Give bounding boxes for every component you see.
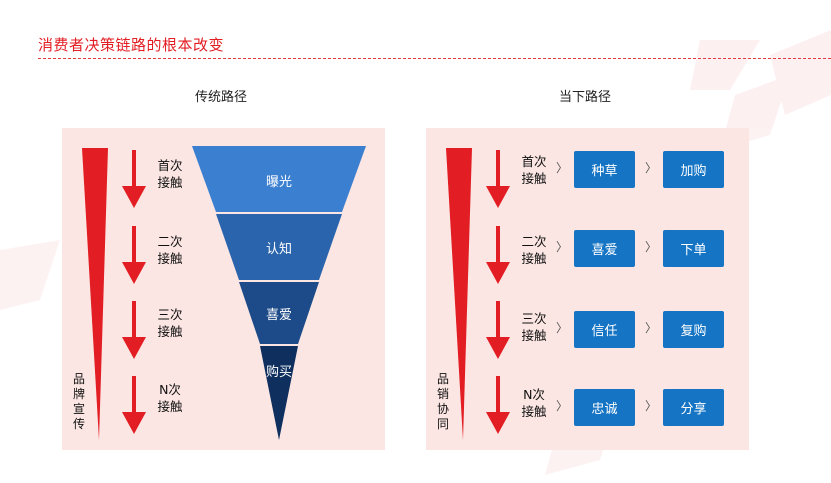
right-contact-1: 首次接触 bbox=[521, 154, 547, 186]
chevron-right-icon: 〉 bbox=[556, 240, 569, 254]
down-arrow-icon bbox=[122, 301, 146, 359]
chevron-right-icon: 〉 bbox=[556, 161, 569, 175]
down-arrow-icon bbox=[486, 226, 510, 284]
step-box-loyalty: 忠诚 bbox=[574, 389, 635, 426]
down-arrow-icon bbox=[122, 376, 146, 434]
chevron-right-icon: 〉 bbox=[645, 161, 658, 175]
step-box-seeding: 种草 bbox=[574, 151, 635, 188]
chevron-right-icon: 〉 bbox=[645, 240, 658, 254]
right-arrows bbox=[486, 150, 510, 434]
funnel-layer-2 bbox=[216, 214, 342, 280]
right-contact-4: N次接触 bbox=[521, 387, 547, 419]
down-arrow-icon bbox=[122, 150, 146, 208]
left-arrows bbox=[122, 150, 146, 434]
left-contact-3: 三次接触 bbox=[157, 307, 183, 339]
right-heading: 当下路径 bbox=[559, 90, 612, 105]
page-title: 消费者决策链路的根本改变 bbox=[38, 36, 225, 54]
down-arrow-icon bbox=[486, 376, 510, 434]
step-box-add-to-cart: 加购 bbox=[663, 151, 724, 188]
funnel-label-awareness: 认知 bbox=[265, 242, 292, 257]
chevron-right-icon: 〉 bbox=[556, 321, 569, 335]
left-contact-1: 首次接触 bbox=[157, 158, 183, 190]
funnel-layer-4 bbox=[260, 346, 298, 440]
right-contact-2: 二次接触 bbox=[521, 234, 547, 266]
chevron-right-icon: 〉 bbox=[645, 321, 658, 335]
down-arrow-icon bbox=[122, 226, 146, 284]
brand-wedge-right bbox=[446, 148, 472, 440]
left-heading: 传统路径 bbox=[195, 90, 248, 105]
down-arrow-icon bbox=[486, 301, 510, 359]
step-box-trust: 信任 bbox=[574, 311, 635, 348]
step-box-repurchase: 复购 bbox=[663, 311, 724, 348]
funnel-label-exposure: 曝光 bbox=[265, 175, 292, 190]
funnel-layer-3 bbox=[239, 282, 319, 344]
funnel-label-purchase: 购买 bbox=[265, 365, 292, 380]
left-contact-4: N次接触 bbox=[157, 382, 183, 414]
down-arrow-icon bbox=[486, 150, 510, 208]
step-box-order: 下单 bbox=[663, 230, 724, 267]
chevron-right-icon: 〉 bbox=[556, 399, 569, 413]
step-box-share: 分享 bbox=[663, 389, 724, 426]
title-divider bbox=[38, 58, 831, 59]
chevron-right-icon: 〉 bbox=[645, 399, 658, 413]
right-contact-3: 三次接触 bbox=[521, 311, 547, 343]
brand-wedge-left bbox=[82, 148, 108, 440]
funnel-label-liking: 喜爱 bbox=[265, 308, 292, 323]
step-box-liking: 喜爱 bbox=[574, 230, 635, 267]
funnel-layer-1 bbox=[192, 146, 366, 212]
left-contact-2: 二次接触 bbox=[157, 234, 183, 266]
